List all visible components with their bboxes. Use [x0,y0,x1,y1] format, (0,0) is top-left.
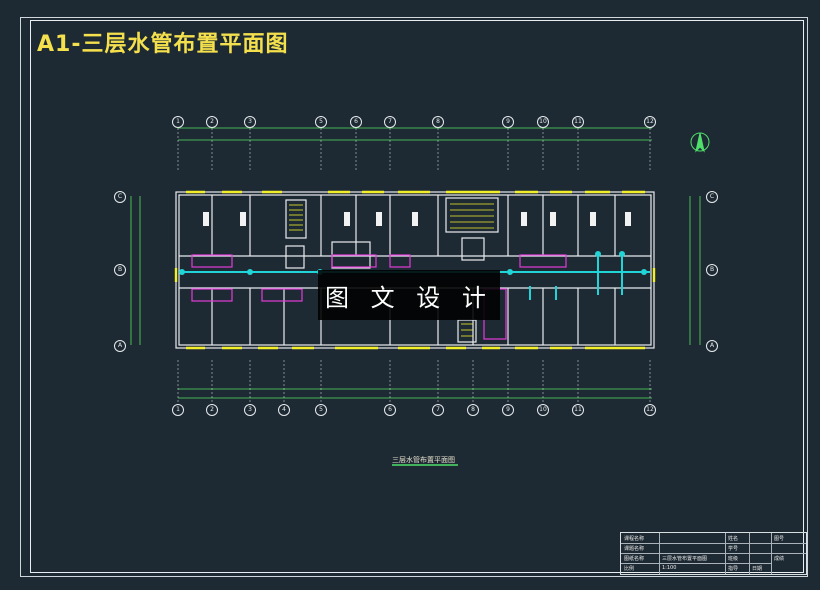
scale-value: 1:100 [662,565,677,571]
axis-bubble: 12 [644,404,656,416]
axis-bubble: A [114,340,126,352]
sheet-no-label: 图号 [774,536,785,542]
axis-bubble: 11 [572,116,584,128]
axis-bubble: C [706,191,718,203]
axis-bubble: 3 [244,116,256,128]
axis-bubble: 1 [172,116,184,128]
axis-bubble: A [706,340,718,352]
axis-bubble: 3 [244,404,256,416]
axis-bubble: 7 [432,404,444,416]
side-dimensions [130,196,701,345]
watermark-overlay: 图 文 设 计 [318,270,500,320]
axis-bubble: B [706,264,718,276]
axis-bubble: 2 [206,404,218,416]
scale-label: 比例 [624,566,635,572]
axis-bubble: 6 [350,116,362,128]
date-label: 日期 [752,566,763,572]
plumbing-fixtures [191,254,567,340]
axis-bubble: 12 [644,116,656,128]
topic-label: 课题名称 [624,546,645,552]
axis-bubble: 9 [502,116,514,128]
bottom-dimensions [178,388,652,399]
top-axis-lines [177,128,651,170]
axis-bubble: 4 [278,404,290,416]
grade-label: 成绩 [774,556,785,562]
drawing-border-inner [30,20,804,573]
top-dimensions [178,127,652,141]
axis-bubble: 8 [467,404,479,416]
axis-bubble: 6 [384,404,396,416]
axis-bubble: 5 [315,404,327,416]
axis-bubble: 7 [384,116,396,128]
north-arrow-icon [690,132,710,153]
sheet-title: 三层水管布置平面图 [662,556,708,562]
axis-bubble: 8 [432,116,444,128]
room-fixture-marks [203,212,631,226]
course-label: 课程名称 [624,536,645,542]
title-block: 课程名称 课题名称 图纸名称 比例 三层水管布置平面图 1:100 姓名 学号 … [620,532,807,575]
plan-caption: 三层水管布置平面图 [392,456,455,464]
drawing-name-label: 图纸名称 [624,556,645,562]
drawing-title: A1-三层水管布置平面图 [37,32,289,57]
teacher-label: 指导 [728,566,739,572]
axis-bubble: 2 [206,116,218,128]
drawing-border-outer [20,17,808,577]
axis-bubble: 11 [572,404,584,416]
axis-bubble: B [114,264,126,276]
axis-bubble: 9 [502,404,514,416]
axis-bubble: 10 [537,116,549,128]
windows [174,190,656,350]
axis-bubble: 5 [315,116,327,128]
id-label: 学号 [728,546,739,552]
class-label: 班级 [728,556,739,562]
axis-bubble: C [114,191,126,203]
bottom-axis-lines [177,360,651,405]
axis-bubble: 10 [537,404,549,416]
axis-bubble: 1 [172,404,184,416]
name-label: 姓名 [728,536,739,542]
stairs [289,203,494,337]
